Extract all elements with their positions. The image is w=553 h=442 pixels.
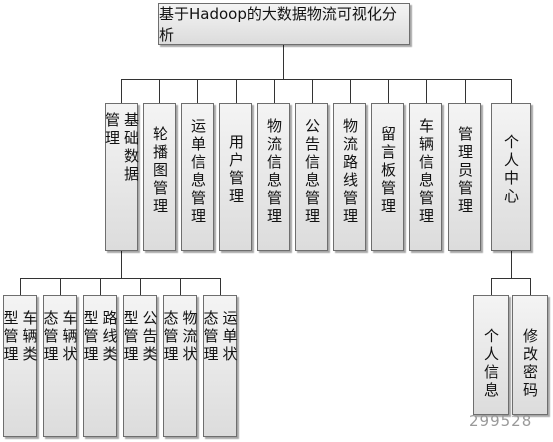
connector-b-1 — [60, 278, 61, 295]
connector-basic-bus — [20, 278, 221, 279]
connector-l1-2 — [197, 79, 198, 103]
connector-p-0 — [491, 278, 492, 295]
node-carousel-label: 轮播图管理 — [151, 126, 169, 216]
connector-personal-down — [511, 251, 512, 278]
node-personal-center-label: 个人中心 — [502, 134, 520, 206]
node-waybill-status: 运单状 态管理 — [201, 295, 239, 437]
node-personal-info-label: 个人信息 — [482, 328, 500, 400]
node-vehicle-type: 车辆类 型管理 — [1, 295, 39, 437]
node-waybill-info: 运单信息管理 — [181, 103, 214, 251]
connector-l1-8 — [426, 79, 427, 103]
node-admin: 管理员管理 — [448, 103, 481, 251]
connector-level1-bus — [121, 79, 512, 80]
connector-root-down — [283, 45, 284, 79]
connector-l1-10 — [511, 79, 512, 103]
connector-l1-5 — [312, 79, 313, 103]
node-logistics-status: 物流状 态管理 — [161, 295, 199, 437]
node-notice-info-label: 公告信息管理 — [303, 118, 321, 226]
vehicle-type-col1: 车辆类 — [20, 310, 39, 364]
node-vehicle-info-label: 车辆信息管理 — [417, 118, 435, 226]
connector-basic-down — [121, 251, 122, 278]
connector-b-0 — [20, 278, 21, 295]
node-change-password-label: 修改密码 — [521, 328, 539, 400]
notice-type-col2: 型管理 — [121, 310, 140, 364]
node-basic-data: 基础数据 管理 — [103, 103, 140, 251]
node-vehicle-status: 车辆状 态管理 — [41, 295, 79, 437]
node-vehicle-info: 车辆信息管理 — [409, 103, 442, 251]
connector-personal-bus — [491, 278, 531, 279]
node-carousel: 轮播图管理 — [143, 103, 176, 251]
vehicle-status-col1: 车辆状 — [60, 310, 79, 364]
node-message-board-label: 留言板管理 — [379, 126, 397, 216]
node-logistics-status-label: 物流状 态管理 — [161, 296, 199, 364]
connector-l1-4 — [274, 79, 275, 103]
connector-l1-9 — [465, 79, 466, 103]
node-logistics-route-label: 物流路线管理 — [341, 118, 359, 226]
node-vehicle-type-label: 车辆类 型管理 — [1, 296, 39, 364]
node-waybill-status-label: 运单状 态管理 — [201, 296, 239, 364]
waybill-status-col2: 态管理 — [201, 310, 220, 364]
root-node: 基于Hadoop的大数据物流可视化分析 — [158, 3, 410, 45]
node-user-label: 用户管理 — [227, 134, 245, 206]
basic-data-col2: 管理 — [103, 112, 121, 148]
logistics-status-col1: 物流状 — [180, 310, 199, 364]
node-route-type: 路线类 型管理 — [81, 295, 119, 437]
node-route-type-label: 路线类 型管理 — [81, 296, 119, 364]
connector-b-3 — [140, 278, 141, 295]
connector-l1-7 — [388, 79, 389, 103]
node-vehicle-status-label: 车辆状 态管理 — [41, 296, 79, 364]
waybill-status-col1: 运单状 — [220, 310, 239, 364]
node-personal-info: 个人信息 — [473, 295, 509, 415]
route-type-col2: 型管理 — [81, 310, 100, 364]
connector-b-4 — [180, 278, 181, 295]
node-notice-type-label: 公告类 型管理 — [121, 296, 159, 364]
node-logistics-info: 物流信息管理 — [257, 103, 290, 251]
notice-type-col1: 公告类 — [140, 310, 159, 364]
node-admin-label: 管理员管理 — [456, 126, 474, 216]
basic-data-col1: 基础数据 — [122, 112, 140, 184]
logistics-status-col2: 态管理 — [161, 310, 180, 364]
root-node-label: 基于Hadoop的大数据物流可视化分析 — [159, 5, 397, 44]
connector-p-1 — [530, 278, 531, 295]
node-notice-info: 公告信息管理 — [295, 103, 328, 251]
connector-l1-1 — [159, 79, 160, 103]
node-basic-data-label: 基础数据 管理 — [103, 104, 140, 184]
node-change-password: 修改密码 — [512, 295, 548, 415]
node-waybill-info-label: 运单信息管理 — [189, 118, 207, 226]
vehicle-status-col2: 态管理 — [41, 310, 60, 364]
connector-l1-6 — [350, 79, 351, 103]
node-logistics-info-label: 物流信息管理 — [265, 118, 283, 226]
connector-b-5 — [220, 278, 221, 295]
node-logistics-route: 物流路线管理 — [333, 103, 366, 251]
node-personal-center: 个人中心 — [491, 103, 531, 251]
route-type-col1: 路线类 — [100, 310, 119, 364]
connector-l1-3 — [236, 79, 237, 103]
connector-b-2 — [100, 278, 101, 295]
node-notice-type: 公告类 型管理 — [121, 295, 159, 437]
vehicle-type-col2: 型管理 — [1, 310, 20, 364]
node-user: 用户管理 — [219, 103, 252, 251]
watermark: 299528 — [469, 412, 533, 430]
node-message-board: 留言板管理 — [371, 103, 404, 251]
connector-l1-0 — [121, 79, 122, 103]
